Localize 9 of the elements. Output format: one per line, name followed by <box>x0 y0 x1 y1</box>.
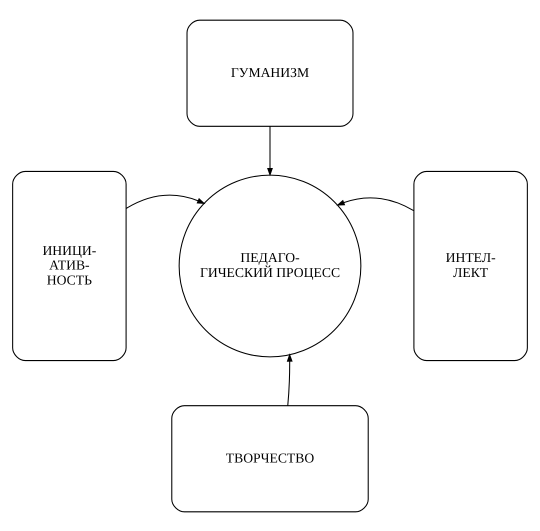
arrow <box>286 352 293 406</box>
node-box: ТВОРЧЕСТВО <box>171 404 369 512</box>
node-box: ГУМАНИЗМ <box>186 19 354 126</box>
arrow <box>336 196 414 210</box>
node-box: ИНТЕЛ- ЛЕКТ <box>413 170 528 361</box>
arrow <box>267 126 273 176</box>
node-box: ИНИЦИ- АТИВ- НОСТЬ <box>12 170 127 361</box>
node-circle: ПЕДАГО- ГИЧЕСКИЙ ПРОЦЕСС <box>178 174 362 357</box>
arrow <box>126 194 206 208</box>
